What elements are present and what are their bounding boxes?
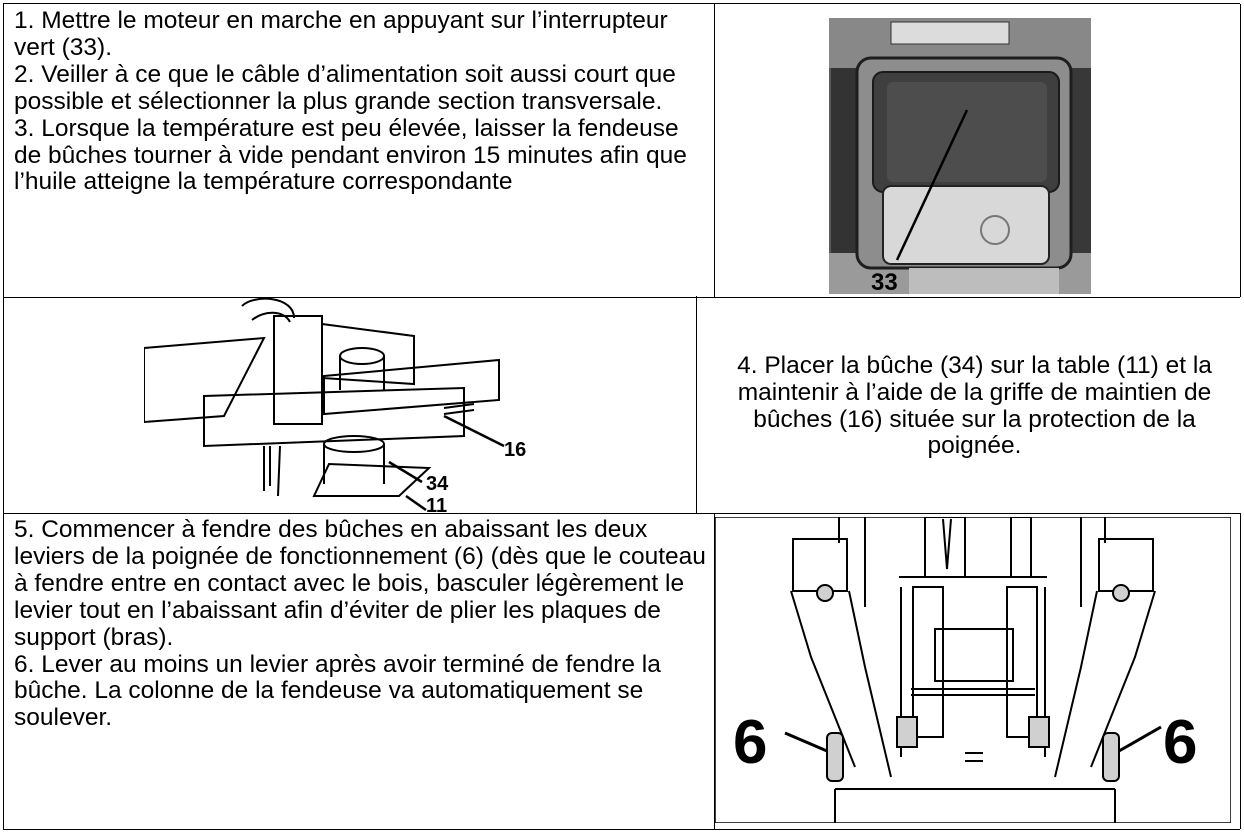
table-row-3: 5. Commencer à fendre des bûches en abai… (3, 513, 1241, 830)
table-row-1: 1. Mettre le moteur en marche en appuyan… (3, 3, 1241, 298)
step-1-text: 1. Mettre le moteur en marche en appuyan… (14, 7, 668, 61)
log-splitter-illustration: 16 34 11 (144, 297, 526, 513)
switch-figure-cell: 33 (697, 4, 1241, 297)
callout-11: 11 (426, 495, 447, 513)
callout-34: 34 (426, 473, 449, 495)
step-2-text: 2. Veiller à ce que le câble d’alimentat… (14, 60, 676, 115)
step-4-cell: 4. Placer la bûche (34) sur la table (11… (697, 296, 1244, 513)
table-row-2: 16 34 11 4. Placer la bûche (34) sur la … (3, 296, 1240, 514)
lever-callout-right-6: 6 (1163, 708, 1197, 777)
switch-callout-33: 33 (871, 269, 898, 294)
levers-figure-cell: 6 6 (697, 513, 1241, 829)
steps-5-6-cell: 5. Commencer à fendre des bûches en abai… (3, 513, 715, 829)
green-switch-illustration: 33 (829, 18, 1091, 294)
callout-16: 16 (504, 439, 526, 461)
operating-levers-illustration: 6 6 (715, 517, 1231, 823)
splitter-figure-cell: 16 34 11 (3, 296, 697, 513)
step-5-text: 5. Commencer à fendre des bûches en abai… (14, 516, 706, 651)
step-3-text: 3. Lorsque la température est peu élevée… (14, 114, 687, 196)
step-4-text: 4. Placer la bûche (34) sur la table (11… (737, 351, 1212, 460)
lever-callout-left-6: 6 (733, 708, 767, 777)
step-6-text: 6. Lever au moins un levier après avoir … (14, 650, 661, 732)
steps-1-3-cell: 1. Mettre le moteur en marche en appuyan… (3, 4, 715, 297)
